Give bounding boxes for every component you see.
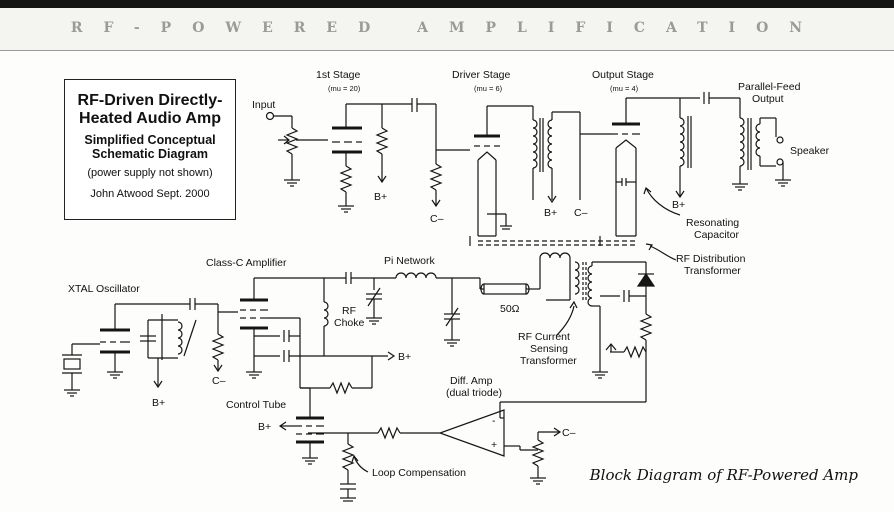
bplus-stage1: B+ xyxy=(374,191,387,203)
pi-network-inductor xyxy=(395,272,437,279)
header-band: RF-POWERED AMPLIFICATION xyxy=(0,8,894,51)
bplus-driver: B+ xyxy=(544,207,557,219)
parallel-feed-output-label: Output xyxy=(752,93,784,105)
cminus-diff-amp: C– xyxy=(562,427,576,439)
cminus-class-c: C– xyxy=(212,375,226,387)
resonating-arrow xyxy=(645,187,681,216)
output-stage-label: Output Stage xyxy=(592,69,654,81)
stage1-mu-label: (mu = 20) xyxy=(328,84,361,93)
output-transformer-primary xyxy=(739,117,745,167)
cminus-driver: C– xyxy=(574,207,588,219)
rf-current-label: RF Current xyxy=(518,331,570,343)
transformer-label: Transformer xyxy=(520,355,577,367)
output-mu-label: (mu = 4) xyxy=(610,84,639,93)
dual-triode-label: (dual triode) xyxy=(446,387,502,399)
driver-mu-label: (mu = 6) xyxy=(474,84,503,93)
pi-network-label: Pi Network xyxy=(384,255,436,267)
xtal-oscillator-label: XTAL Oscillator xyxy=(68,283,140,295)
header-title: RF-POWERED AMPLIFICATION xyxy=(70,20,824,36)
speaker-label: Speaker xyxy=(790,145,830,157)
diff-amp-label: Diff. Amp xyxy=(450,375,493,387)
sensing-arrow xyxy=(555,305,575,337)
bplus-output: B+ xyxy=(672,199,685,211)
speaker-terminal-top xyxy=(776,136,784,144)
bplus-control: B+ xyxy=(258,421,271,433)
stage1-label: 1st Stage xyxy=(316,69,361,81)
class-c-amplifier-label: Class-C Amplifier xyxy=(206,257,287,269)
parallel-feed-label: Parallel-Feed xyxy=(738,81,801,93)
bplus-oscillator: B+ xyxy=(152,397,165,409)
control-tube-label: Control Tube xyxy=(226,399,286,411)
figure-caption: Block Diagram of RF-Powered Amp xyxy=(589,466,858,484)
fifty-ohm-label: 50Ω xyxy=(500,303,520,315)
input-label: Input xyxy=(252,99,275,111)
cminus-stage1: C– xyxy=(430,213,444,225)
rf-distribution-transformer-label: Transformer xyxy=(684,265,741,277)
speaker-terminal-bottom xyxy=(776,158,784,166)
loop-compensation-label: Loop Compensation xyxy=(372,467,466,479)
diff-amp-triangle xyxy=(438,409,505,457)
sensing-label: Sensing xyxy=(530,343,568,355)
output-choke xyxy=(679,117,685,167)
diff-amp-minus: - xyxy=(492,415,496,427)
crystal xyxy=(63,358,81,370)
title-box-subtitle: Simplified Conceptual Schematic Diagram xyxy=(84,133,216,161)
resonating-label: Resonating xyxy=(686,217,739,229)
input-potentiometer xyxy=(285,127,299,155)
rf-choke-label-1: RF xyxy=(342,305,356,317)
title-box: RF-Driven Directly- Heated Audio Amp Sim… xyxy=(64,79,236,220)
bplus-class-c: B+ xyxy=(398,351,411,363)
rf-distribution-label: RF Distribution xyxy=(676,253,746,265)
rf-choke-label-2: Choke xyxy=(334,317,365,329)
driver-transformer-primary xyxy=(532,119,538,169)
title-box-note: (power supply not shown) xyxy=(87,167,213,179)
input-terminal xyxy=(265,111,275,121)
top-bar xyxy=(0,0,894,8)
title-box-heading: RF-Driven Directly- Heated Audio Amp xyxy=(77,92,223,127)
coax-line xyxy=(483,283,527,295)
diff-amp-plus: + xyxy=(491,439,497,451)
title-box-author: John Atwood Sept. 2000 xyxy=(90,188,210,200)
capacitor-label: Capacitor xyxy=(694,229,739,241)
driver-stage-label: Driver Stage xyxy=(452,69,511,81)
